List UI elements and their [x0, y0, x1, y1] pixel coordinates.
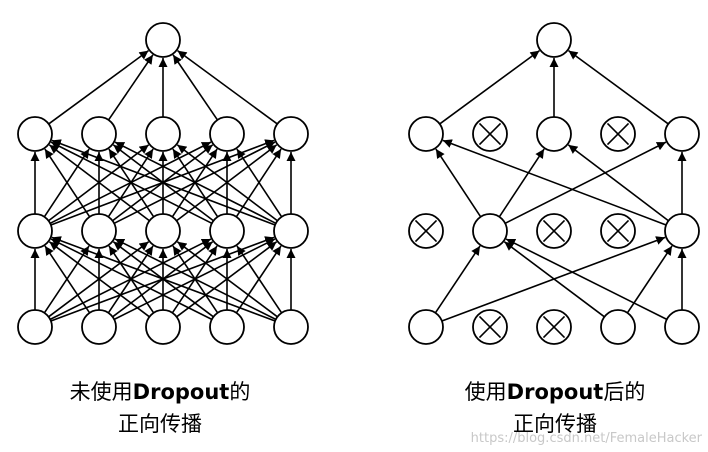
neuron	[145, 116, 181, 152]
connection-arrow	[568, 50, 669, 125]
neuron	[664, 213, 700, 249]
neuron	[273, 309, 309, 345]
neuron	[81, 213, 117, 249]
connection-arrow	[498, 148, 545, 218]
caption-text: 的	[229, 380, 251, 404]
cross-mark	[478, 315, 502, 339]
neuron	[600, 309, 636, 345]
connection-arrow	[176, 241, 278, 318]
neuron	[273, 213, 309, 249]
connection-arrow	[48, 50, 149, 125]
connection-arrow	[567, 144, 669, 222]
neuron	[536, 116, 572, 152]
cross-mark	[606, 122, 630, 146]
connection-arrow	[626, 245, 673, 314]
connection-arrow	[236, 148, 283, 218]
connection-arrow	[50, 238, 213, 321]
connection-arrow	[50, 141, 213, 225]
neuron	[17, 116, 53, 152]
connection-arrow	[44, 148, 91, 218]
neuron	[408, 116, 444, 152]
connection-arrow	[177, 50, 278, 125]
connection-arrow	[236, 245, 283, 314]
neuron	[145, 22, 181, 58]
caption-text: 后的	[603, 380, 646, 404]
neuron	[209, 309, 245, 345]
connection-arrow	[51, 139, 276, 226]
cross-mark	[606, 219, 630, 243]
connection-arrow	[434, 245, 481, 314]
connection-arrow	[503, 241, 605, 318]
connection-arrow	[44, 245, 91, 314]
neuron	[81, 309, 117, 345]
watermark: https://blog.csdn.net/FemaleHacker	[470, 431, 702, 446]
neuron	[273, 116, 309, 152]
connection-arrow	[172, 54, 219, 121]
caption-dropout-word: Dropout	[132, 380, 230, 404]
neuron	[145, 213, 181, 249]
cross-mark	[542, 315, 566, 339]
cross-mark	[478, 122, 502, 146]
neuron	[536, 22, 572, 58]
neuron	[408, 309, 444, 345]
connection-arrow	[114, 141, 277, 225]
connection-arrow	[442, 139, 667, 226]
neuron	[81, 116, 117, 152]
neuron	[145, 309, 181, 345]
connection-arrow	[435, 148, 482, 218]
connection-arrow	[48, 144, 150, 222]
caption-dropout-word: Dropout	[506, 380, 604, 404]
connection-arrow	[505, 238, 668, 321]
neuron	[664, 309, 700, 345]
caption-line2: 正向传播	[118, 412, 202, 436]
caption-text: 未使用	[69, 380, 133, 404]
caption-without-dropout: 未使用Dropout的 正向传播	[40, 376, 280, 440]
connection-arrow	[504, 141, 667, 225]
neuron	[17, 309, 53, 345]
connection-arrow	[107, 54, 154, 121]
neuron	[17, 213, 53, 249]
caption-line2: 正向传播	[513, 412, 597, 436]
neuron	[209, 213, 245, 249]
connection-arrow	[51, 236, 276, 322]
caption-with-dropout: 使用Dropout后的 正向传播	[430, 376, 680, 440]
connection-arrow	[48, 241, 150, 318]
cross-mark	[414, 219, 438, 243]
caption-text: 使用	[464, 380, 507, 404]
cross-mark	[542, 219, 566, 243]
network-with-dropout	[408, 22, 700, 345]
connection-arrow	[176, 144, 278, 222]
neuron	[209, 116, 245, 152]
network-without-dropout	[17, 22, 309, 345]
connection-arrow	[439, 50, 540, 125]
neuron	[472, 213, 508, 249]
neuron	[664, 116, 700, 152]
connection-arrow	[114, 238, 277, 321]
